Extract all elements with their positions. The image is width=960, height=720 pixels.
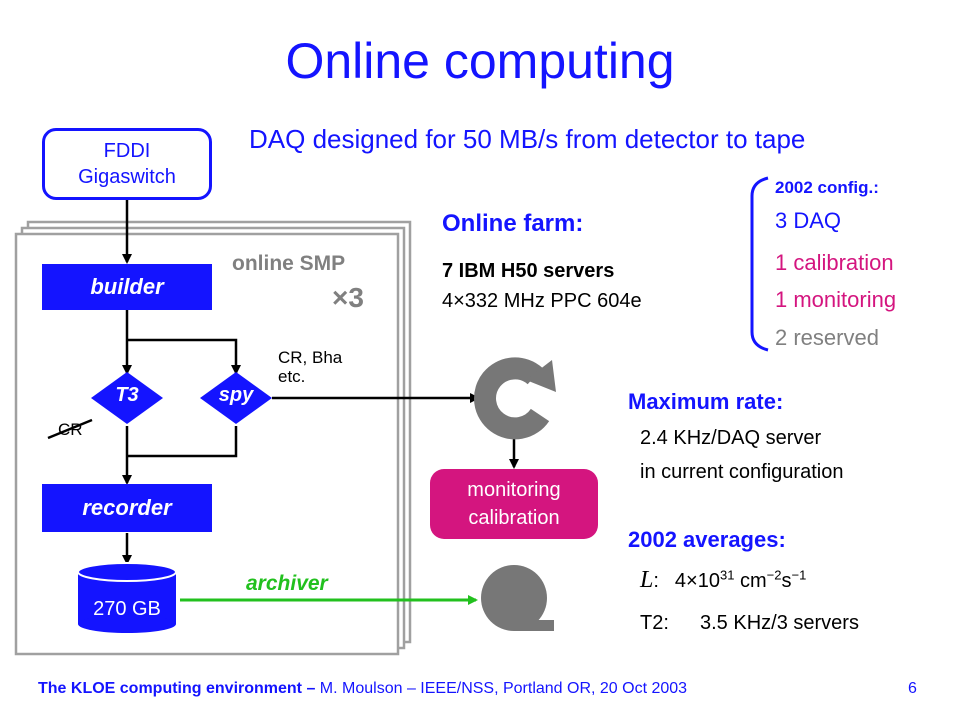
spy-label: spy: [218, 384, 254, 406]
cr-bha-line1: CR, Bha: [278, 348, 343, 367]
footer-citation: The KLOE computing environment – M. Moul…: [38, 680, 687, 698]
luminosity-symbol: L: [640, 567, 654, 593]
online-farm-heading: Online farm:: [442, 210, 584, 237]
max-rate-line2: in current configuration: [640, 461, 844, 483]
t3-label: T3: [115, 384, 139, 406]
max-rate-heading: Maximum rate:: [628, 389, 784, 414]
config-daq: 3 DAQ: [775, 208, 842, 233]
config-reserved: 2 reserved: [775, 325, 879, 350]
recorder-block: recorder: [42, 484, 212, 532]
recorder-label: recorder: [82, 495, 172, 520]
arrow-builder-to-spy: [127, 338, 241, 375]
refresh-cycle-icon: [474, 357, 556, 440]
config-heading: 2002 config.:: [775, 178, 879, 197]
cr-bha-line2: etc.: [278, 367, 306, 386]
footer-author-venue: M. Moulson – IEEE/NSS, Portland OR, 20 O…: [319, 680, 688, 697]
online-smp-label: online SMP: [232, 252, 346, 275]
daq-subtitle: DAQ designed for 50 MB/s from detector t…: [249, 124, 806, 154]
luminosity-unit-cm: cm: [734, 570, 767, 592]
disk-cylinder: [77, 562, 177, 633]
luminosity-unit-s: s: [781, 570, 792, 592]
page-title: Online computing: [285, 33, 675, 89]
footer-talk-title: The KLOE computing environment –: [38, 680, 320, 697]
page-number: 6: [908, 680, 917, 697]
builder-label: builder: [90, 274, 164, 299]
luminosity-colon: :: [653, 570, 659, 592]
calibration-label: calibration: [468, 507, 560, 529]
disk-label: 270 GB: [93, 598, 161, 620]
luminosity-row: L:4×1031 cm−2s−1: [640, 567, 806, 594]
monitoring-label: monitoring: [467, 479, 561, 501]
archiver-label: archiver: [246, 572, 328, 595]
spy-diamond: [200, 372, 272, 424]
farm-servers: 7 IBM H50 servers: [442, 260, 615, 282]
tape-icon: [481, 565, 554, 631]
farm-processors: 4×332 MHz PPC 604e: [442, 290, 642, 312]
luminosity-base: 4×10: [674, 570, 720, 592]
monitoring-calibration-box: monitoring calibration: [430, 469, 598, 539]
fddi-gigaswitch-box: FDDI Gigaswitch: [42, 128, 212, 200]
luminosity-cm-exponent: −2: [766, 567, 782, 583]
t2-label: T2:: [640, 612, 669, 634]
averages-heading: 2002 averages:: [628, 527, 786, 552]
smp-multiplier: ×3: [332, 282, 364, 313]
fddi-label: FDDI: [103, 140, 151, 162]
config-calibration: 1 calibration: [775, 250, 894, 275]
max-rate-line1: 2.4 KHz/DAQ server: [640, 427, 822, 449]
config-bracket: [750, 176, 769, 352]
cr-strike-line: [47, 418, 93, 440]
cr-crossed-label: CR: [58, 420, 83, 439]
luminosity-exponent: 31: [719, 567, 735, 583]
builder-block: builder: [42, 264, 212, 310]
cr-bha-label: CR, Bha etc.: [278, 348, 342, 386]
gigaswitch-label: Gigaswitch: [78, 166, 176, 188]
t3-diamond: [91, 372, 163, 424]
line-spy-to-recorder: [127, 426, 238, 458]
luminosity-s-exponent: −1: [791, 567, 807, 583]
config-monitoring: 1 monitoring: [775, 287, 897, 312]
t2-value: 3.5 KHz/3 servers: [700, 612, 859, 634]
